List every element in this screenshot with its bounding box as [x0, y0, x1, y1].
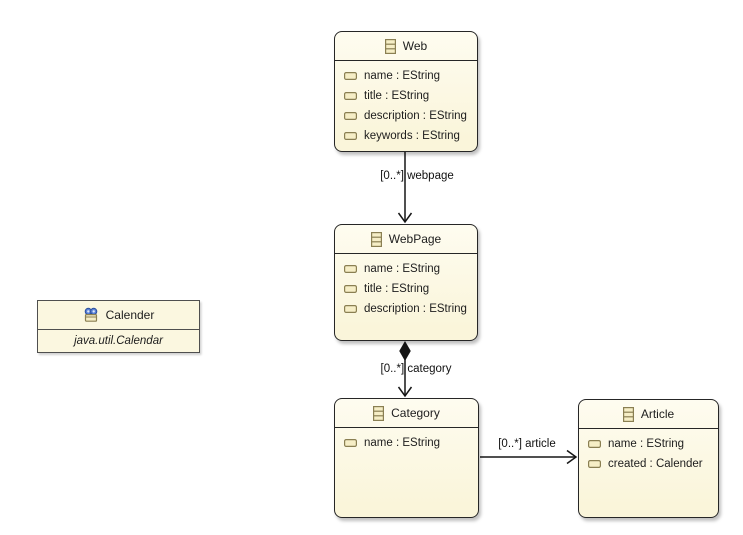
eclass-icon: [370, 231, 382, 247]
attribute-label: name : EString: [608, 438, 685, 450]
datatype-node-calender[interactable]: Calender java.util.Calendar: [37, 300, 200, 353]
attribute-label: name : EString: [364, 70, 441, 82]
attribute-label: description : EString: [364, 303, 467, 315]
attribute-label: created : Calender: [608, 458, 703, 470]
class-header: Web: [335, 32, 477, 61]
edge-label-webpage[interactable]: [0..*] webpage: [380, 170, 454, 182]
datatype-header: Calender: [38, 301, 199, 330]
attribute-row[interactable]: description : EString: [344, 106, 471, 126]
eattribute-icon: [344, 72, 357, 80]
edge-label-category[interactable]: [0..*] category: [380, 363, 452, 375]
class-name: Category: [391, 406, 440, 420]
class-header: Category: [335, 399, 478, 428]
eattribute-icon: [344, 132, 357, 140]
attribute-label: title : EString: [364, 90, 430, 102]
attribute-label: keywords : EString: [364, 130, 460, 142]
eattribute-icon: [344, 439, 357, 447]
attribute-row[interactable]: name : EString: [344, 66, 471, 86]
class-name: Article: [640, 407, 675, 421]
attribute-row[interactable]: name : EString: [344, 433, 472, 453]
class-node-webpage[interactable]: WebPage name : EString title : EString d…: [334, 224, 478, 341]
class-header: WebPage: [335, 225, 477, 254]
class-name: Web: [402, 39, 428, 53]
attribute-label: title : EString: [364, 283, 430, 295]
datatype-name: Calender: [105, 308, 155, 322]
edge-category-article[interactable]: [480, 449, 578, 465]
attribute-row[interactable]: title : EString: [344, 279, 471, 299]
eattribute-icon: [588, 460, 601, 468]
edatatype-icon: [84, 307, 97, 322]
attribute-label: name : EString: [364, 437, 441, 449]
attribute-row[interactable]: description : EString: [344, 299, 471, 319]
attribute-label: name : EString: [364, 263, 441, 275]
attribute-row[interactable]: title : EString: [344, 86, 471, 106]
eattribute-icon: [344, 285, 357, 293]
datatype-instance-class: java.util.Calendar: [74, 335, 163, 347]
eclass-icon: [622, 406, 634, 422]
class-node-web[interactable]: Web name : EString title : EString descr…: [334, 31, 478, 152]
containment-diamond: [399, 341, 411, 361]
class-name: WebPage: [388, 232, 442, 246]
edge-web-webpage[interactable]: [397, 152, 413, 224]
attribute-compartment: name : EString created : Calender: [579, 429, 718, 474]
attribute-compartment: name : EString: [335, 428, 478, 453]
eclass-icon: [384, 38, 396, 54]
class-node-category[interactable]: Category name : EString: [334, 398, 479, 518]
eattribute-icon: [344, 92, 357, 100]
eattribute-icon: [344, 265, 357, 273]
attribute-row[interactable]: keywords : EString: [344, 126, 471, 146]
attribute-label: description : EString: [364, 110, 467, 122]
edge-webpage-category[interactable]: [397, 341, 413, 398]
attribute-compartment: name : EString title : EString descripti…: [335, 61, 477, 146]
attribute-compartment: name : EString title : EString descripti…: [335, 254, 477, 319]
attribute-row[interactable]: created : Calender: [588, 454, 712, 474]
class-node-article[interactable]: Article name : EString created : Calende…: [578, 399, 719, 518]
eattribute-icon: [344, 112, 357, 120]
edge-label-article[interactable]: [0..*] article: [498, 438, 556, 450]
attribute-row[interactable]: name : EString: [344, 259, 471, 279]
attribute-row[interactable]: name : EString: [588, 434, 712, 454]
eattribute-icon: [588, 440, 601, 448]
class-header: Article: [579, 400, 718, 429]
eattribute-icon: [344, 305, 357, 313]
eclass-icon: [373, 405, 385, 421]
